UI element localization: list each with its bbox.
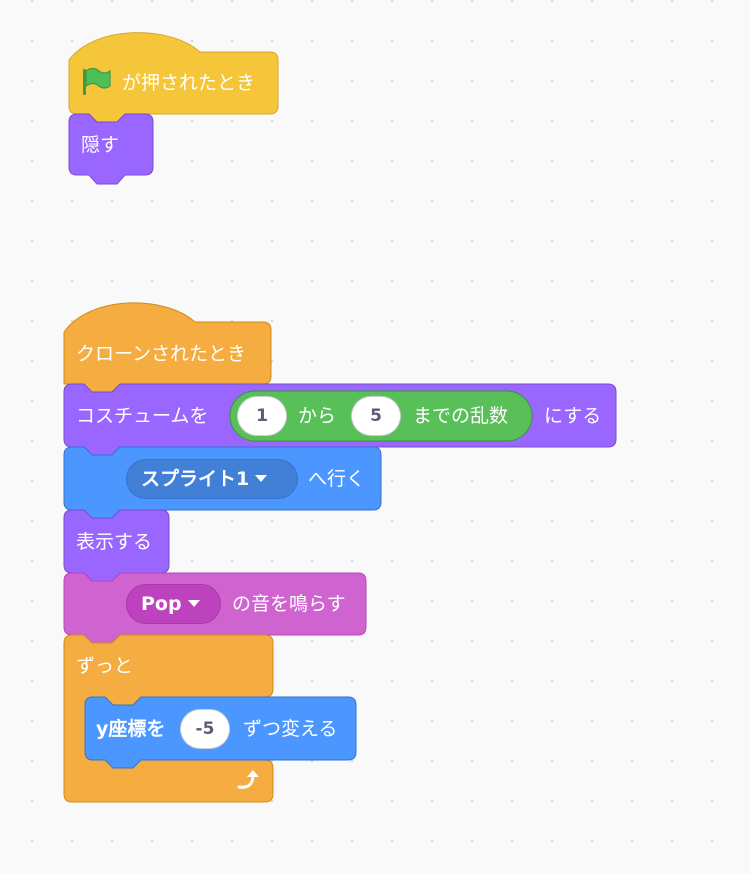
dropdown-arrow-icon <box>255 475 268 482</box>
random-mid-label: から <box>298 405 337 427</box>
random-suffix-label: までの乱数 <box>413 405 509 427</box>
hide-block-label: 隠す <box>81 134 120 156</box>
show-block-label: 表示する <box>76 531 153 553</box>
forever-block-label: ずっと <box>76 655 134 677</box>
sound-name-value: Pop <box>141 593 182 615</box>
change-y-value-input[interactable]: -5 <box>180 709 230 749</box>
play-sound-suffix-label: の音を鳴らす <box>232 593 346 615</box>
random-to-input[interactable]: 5 <box>351 396 401 436</box>
hide-block[interactable] <box>68 113 154 185</box>
sound-name-dropdown[interactable]: Pop <box>126 584 221 624</box>
random-from-input[interactable]: 1 <box>237 396 287 436</box>
switch-costume-label-suffix: にする <box>544 405 602 427</box>
loop-arrow-icon <box>237 770 259 789</box>
clone-hat-label: クローンされたとき <box>76 343 247 365</box>
green-flag-hat-label: が押されたとき <box>122 72 256 94</box>
change-y-label-prefix: y座標を <box>96 718 166 740</box>
go-to-target-dropdown[interactable]: スプライト1 <box>126 459 298 499</box>
green-flag-icon <box>83 67 111 95</box>
dropdown-arrow-icon <box>187 600 200 607</box>
change-y-label-suffix: ずつ変える <box>243 718 338 740</box>
go-to-target-value: スプライト1 <box>141 468 250 490</box>
switch-costume-label-prefix: コスチュームを <box>76 405 209 427</box>
go-to-suffix-label: へ行く <box>308 468 366 490</box>
